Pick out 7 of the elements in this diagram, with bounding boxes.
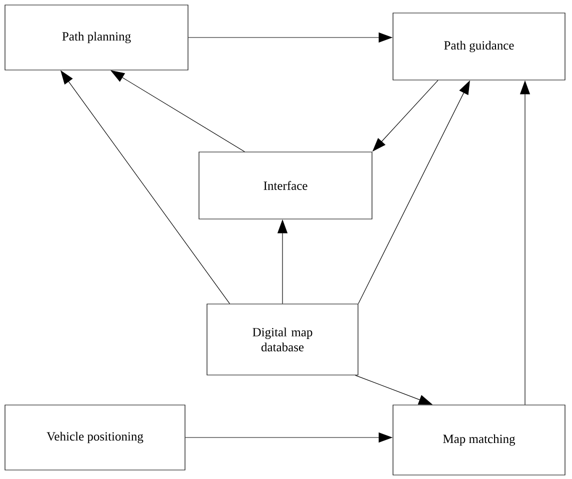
process-box: Path guidance xyxy=(392,12,566,80)
process-box: Interface xyxy=(198,152,372,220)
arrow xyxy=(110,70,245,152)
process-box: Map matching xyxy=(392,404,566,476)
process-box: Path planning xyxy=(4,4,188,70)
process-box: Digital map database xyxy=(206,304,358,376)
process-box: Vehicle positioning xyxy=(4,404,186,470)
